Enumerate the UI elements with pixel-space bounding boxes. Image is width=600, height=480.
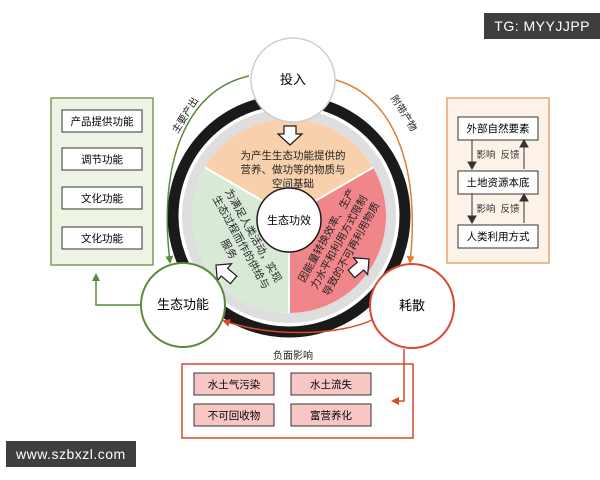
inflow-arrow-right [347, 256, 370, 279]
left-item [61, 147, 143, 171]
svg-text:调节功能: 调节功能 [81, 153, 123, 166]
arrow-function-to-panel [92, 273, 141, 306]
bottom-item [193, 372, 275, 396]
svg-text:影响: 影响 [476, 149, 495, 161]
bottom-item [290, 403, 372, 427]
segment-top-text: 为产生生态功能提供的 营养、做功等的物质与 空间基础 [241, 149, 346, 190]
svg-text:营养、做功等的物质与: 营养、做功等的物质与 [241, 163, 346, 176]
arrow-negative-impact [222, 319, 373, 334]
node-dissipation [369, 263, 455, 349]
bottom-item [290, 372, 372, 396]
svg-text:空间基础: 空间基础 [272, 177, 314, 190]
bottom-item [193, 403, 275, 427]
node-dissipation-label: 耗散 [399, 299, 425, 314]
watermark-top: TG: MYYJJPP [484, 13, 600, 39]
left-item [61, 226, 143, 250]
right-panel-link-labels: 影响 反馈 影响 反馈 [476, 149, 520, 215]
right-item [457, 116, 539, 141]
center-circle [256, 187, 322, 253]
left-item [61, 186, 143, 210]
svg-text:产品提供功能: 产品提供功能 [71, 115, 134, 128]
svg-text:水土气污染: 水土气污染 [208, 378, 261, 391]
arc-label-negative-impact: 负面影响 [273, 349, 313, 362]
svg-text:文化功能: 文化功能 [81, 232, 123, 245]
watermark-bottom: www.szbxzl.com [6, 441, 136, 467]
arrow-by-product [335, 79, 415, 264]
svg-text:富营养化: 富营养化 [310, 409, 352, 422]
center-label: 生态功效 [267, 213, 311, 227]
left-item [61, 109, 143, 133]
arrow-dissipation-output [391, 349, 405, 405]
node-input-label: 投入 [280, 72, 306, 88]
svg-text:土地资源本底: 土地资源本底 [467, 176, 530, 189]
svg-text:反馈: 反馈 [500, 203, 520, 215]
right-panel-links [467, 138, 529, 225]
node-function-label: 生态功能 [157, 298, 209, 313]
right-item [457, 170, 539, 195]
svg-text:人类利用方式: 人类利用方式 [467, 230, 530, 243]
svg-text:反馈: 反馈 [500, 149, 520, 161]
bottom-panel-items: 水土气污染 水土流失 不可回收物 富营养化 [193, 372, 372, 427]
svg-text:外部自然要素: 外部自然要素 [467, 122, 530, 135]
svg-text:水土流失: 水土流失 [310, 378, 352, 391]
segment-top [205, 119, 373, 216]
left-panel-items: 产品提供功能 调节功能 文化功能 文化功能 [61, 109, 143, 250]
node-input [250, 37, 336, 123]
inflow-arrow-top [276, 125, 304, 146]
arrow-main-output [165, 75, 250, 264]
inflow-arrow-left [215, 262, 238, 285]
right-item [457, 224, 539, 249]
svg-text:文化功能: 文化功能 [81, 192, 123, 205]
svg-text:为产生生态功能提供的: 为产生生态功能提供的 [241, 149, 346, 162]
svg-text:不可回收物: 不可回收物 [208, 409, 261, 422]
right-panel-items: 外部自然要素 土地资源本底 人类利用方式 [457, 116, 539, 249]
svg-text:影响: 影响 [476, 203, 495, 215]
